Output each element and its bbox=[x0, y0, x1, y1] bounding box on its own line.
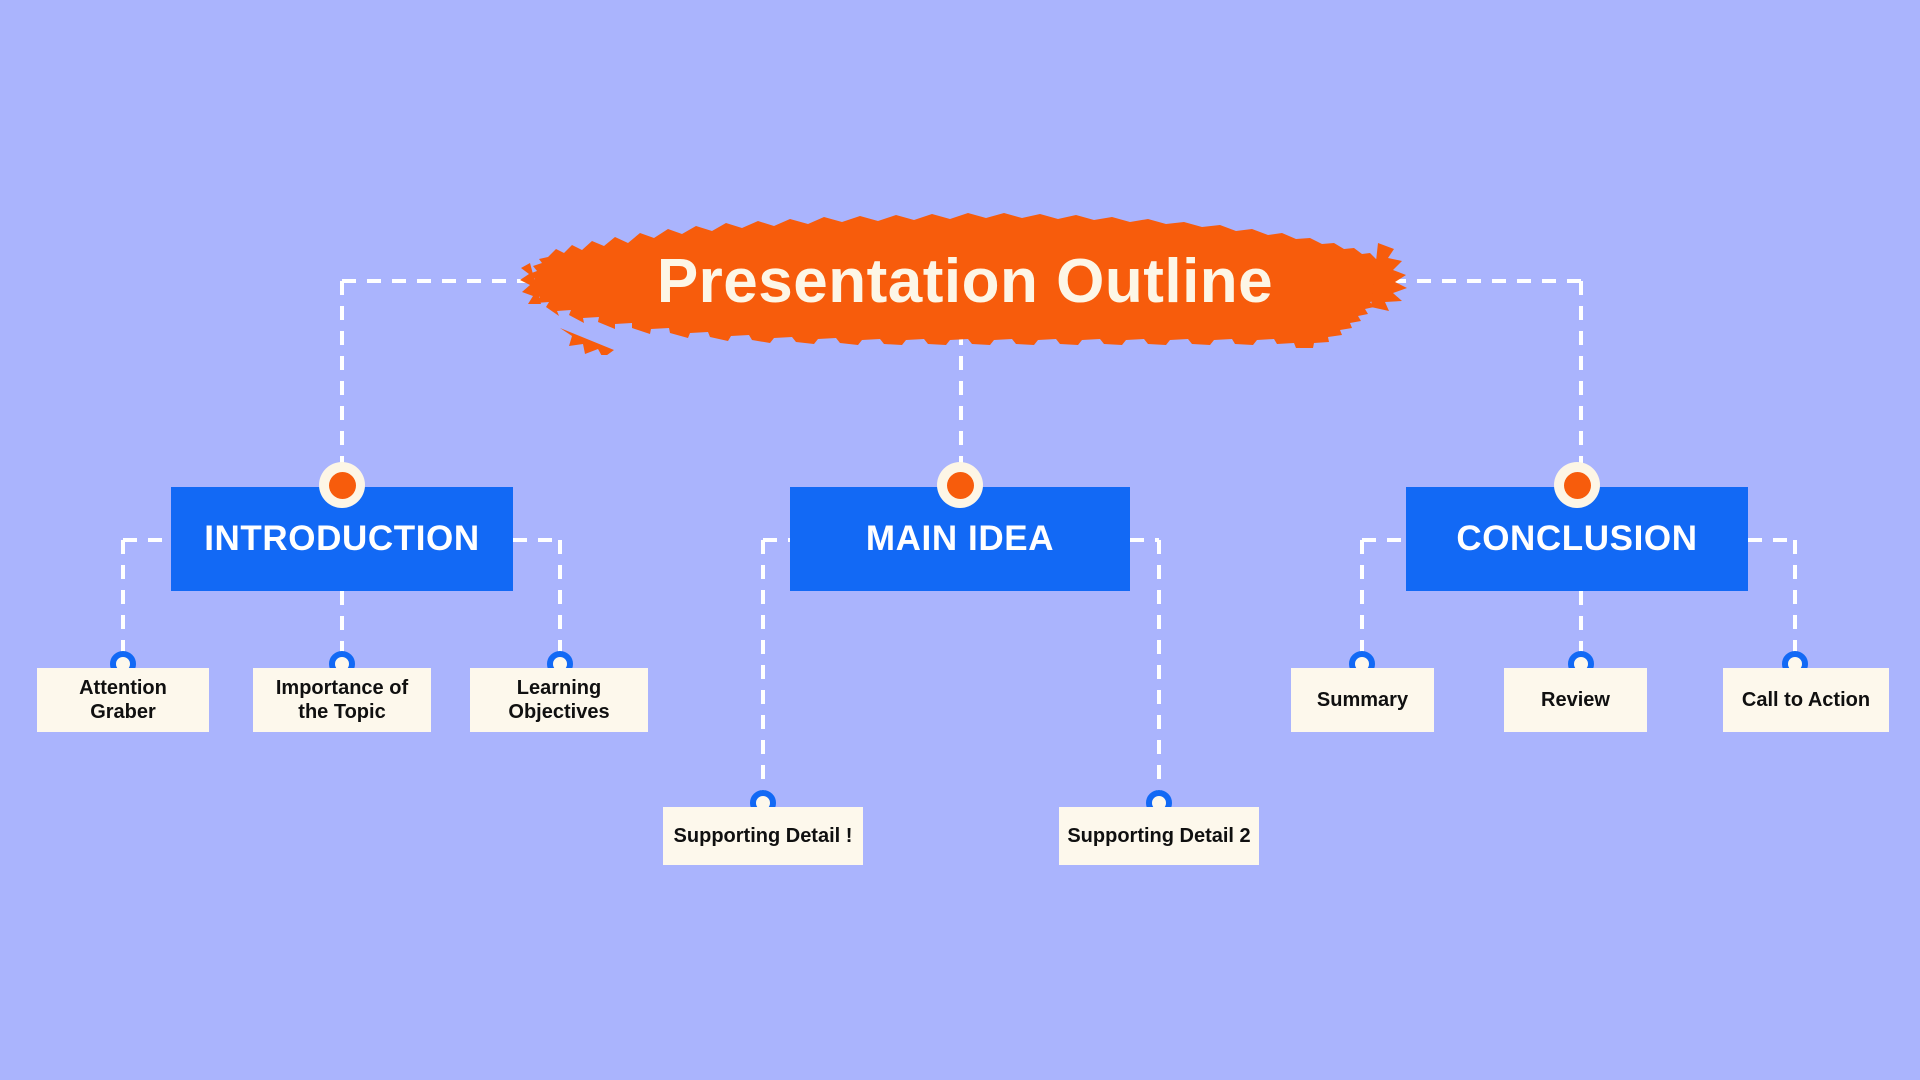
leaf-box-review[interactable]: Review bbox=[1504, 668, 1647, 732]
leaf-label-summary: Summary bbox=[1316, 688, 1409, 711]
leaf-box-call-to-action[interactable]: Call to Action bbox=[1723, 668, 1889, 732]
leaf-box-learning-objectives[interactable]: Learning Objectives bbox=[470, 668, 648, 732]
leaf-box-importance-of-the-topic[interactable]: Importance of the Topic bbox=[253, 668, 431, 732]
orange-node-conclusion bbox=[1554, 462, 1600, 508]
section-label-main-idea: MAIN IDEA bbox=[865, 519, 1055, 558]
leaf-box-supporting-detail-2[interactable]: Supporting Detail 2 bbox=[1059, 807, 1259, 865]
leaf-label-learning-objectives: Learning Objectives bbox=[508, 676, 610, 723]
leaf-label-supporting-detail-2: Supporting Detail 2 bbox=[1067, 824, 1251, 847]
section-label-conclusion: CONCLUSION bbox=[1456, 519, 1698, 558]
leaf-label-call-to-action: Call to Action bbox=[1741, 688, 1871, 711]
leaf-box-attention-graber[interactable]: Attention Graber bbox=[37, 668, 209, 732]
orange-node-main-idea bbox=[937, 462, 983, 508]
orange-node-introduction bbox=[319, 462, 365, 508]
brush-stroke-shape bbox=[520, 213, 1407, 355]
leaf-box-supporting-detail-1[interactable]: Supporting Detail ! bbox=[663, 807, 863, 865]
leaf-label-attention-graber: Attention Graber bbox=[79, 676, 167, 723]
leaf-label-review: Review bbox=[1541, 688, 1610, 711]
leaf-label-importance-of-the-topic: Importance of the Topic bbox=[275, 676, 409, 723]
leaf-label-supporting-detail-1: Supporting Detail ! bbox=[673, 824, 853, 847]
presentation-title-banner: Presentation Outline bbox=[520, 205, 1410, 355]
leaf-box-summary[interactable]: Summary bbox=[1291, 668, 1434, 732]
section-box-conclusion[interactable]: CONCLUSION bbox=[1406, 487, 1748, 591]
section-label-introduction: INTRODUCTION bbox=[204, 519, 480, 558]
page-title: Presentation Outline bbox=[656, 247, 1274, 316]
section-box-main-idea[interactable]: MAIN IDEA bbox=[790, 487, 1130, 591]
